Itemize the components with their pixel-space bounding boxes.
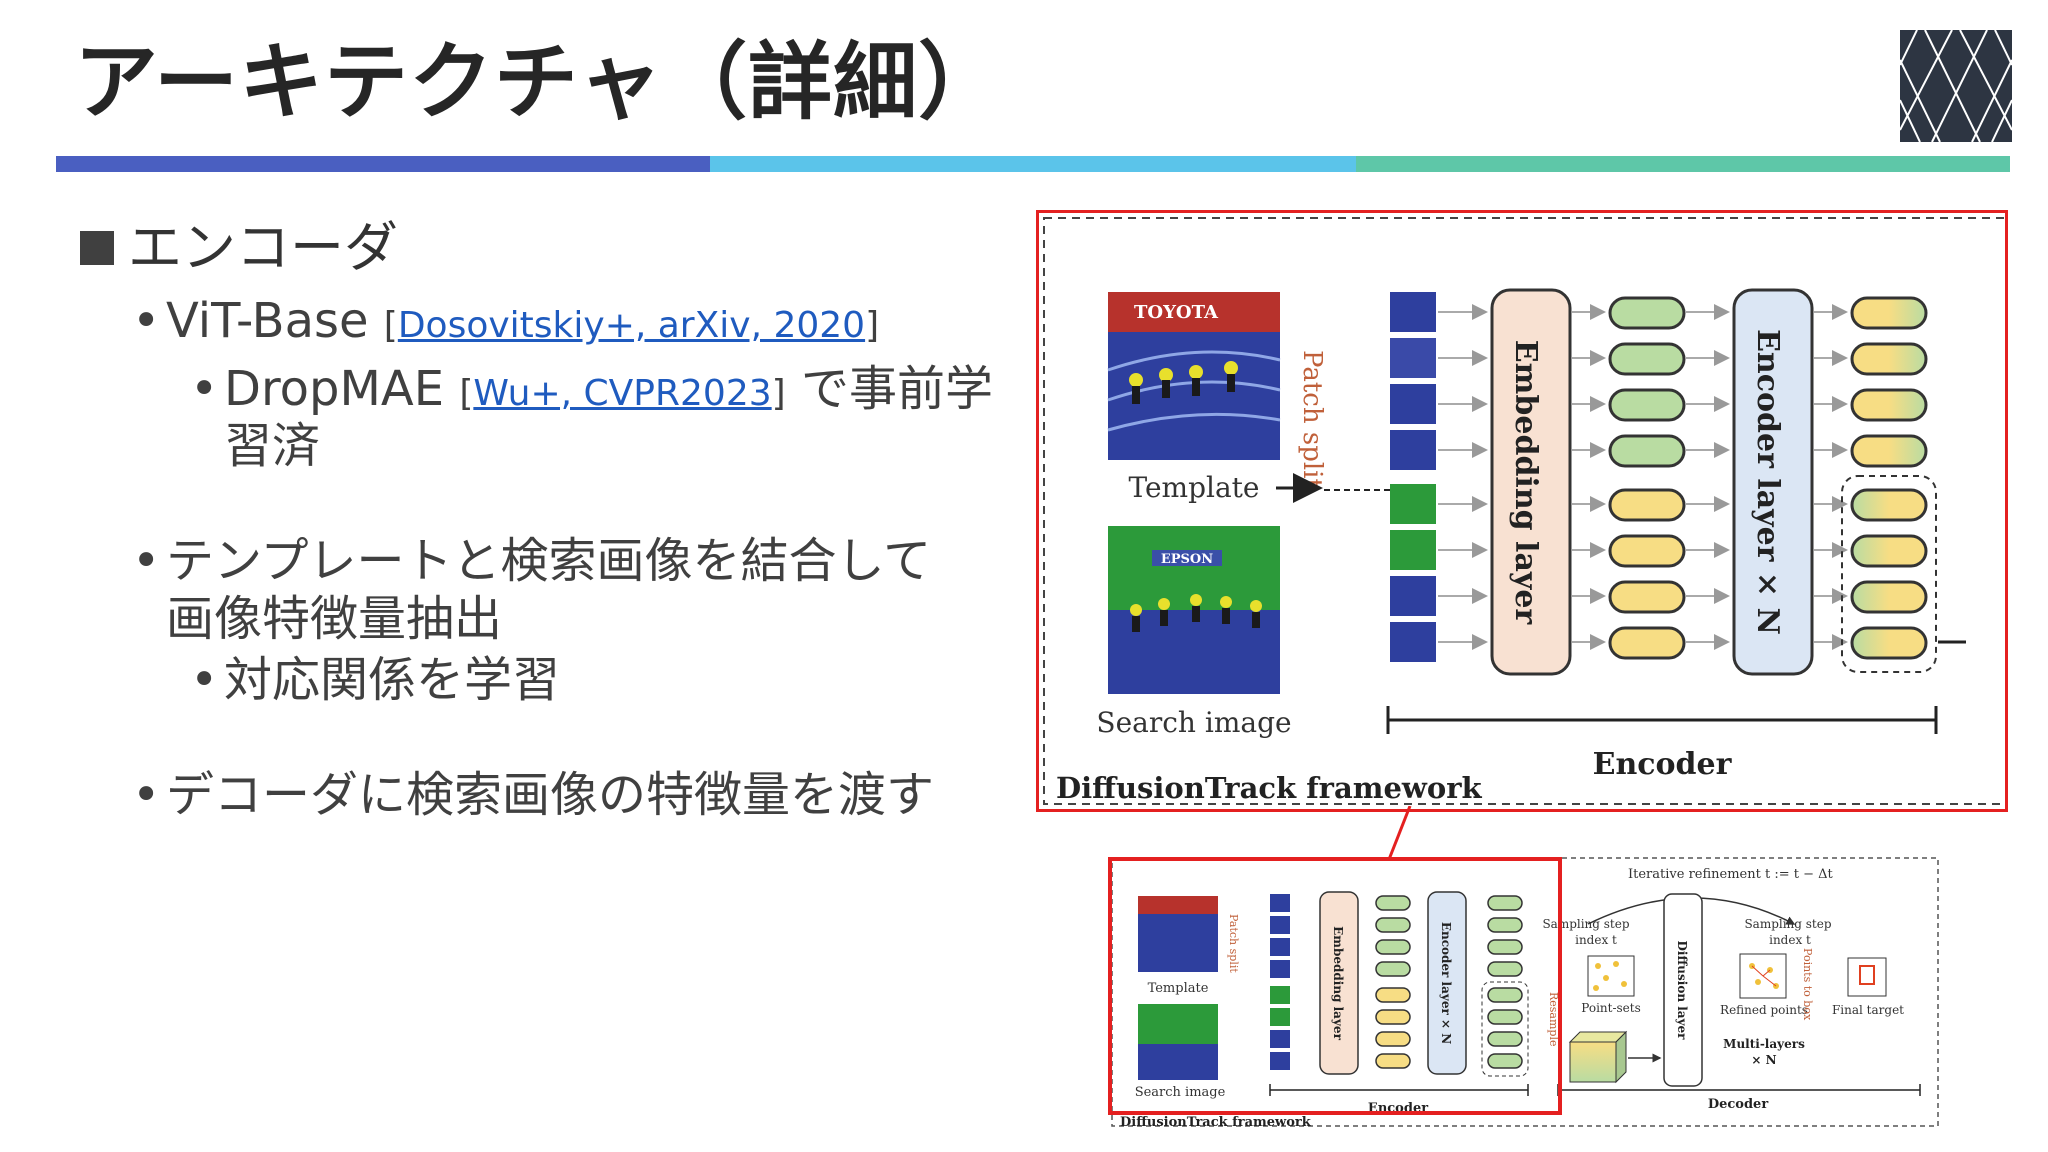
patch-column [1390,292,1436,662]
final-target-label: Final target [1832,1003,1904,1017]
small-patch-split: Patch split [1227,914,1240,973]
dot-bullet-icon: • [132,293,161,349]
correspondence-text: 対応関係を学習 [224,652,561,708]
template-banner: TOYOTA [1134,302,1219,323]
slide-title: アーキテクチャ（詳細） [74,33,1004,131]
points-to-box-label: Points to box [1801,948,1814,1021]
small-search-token-group [1481,981,1529,1077]
zoom-highlight-box [1036,210,2008,812]
small-out-tokens [1487,895,1523,1069]
template-image: TOYOTA [1107,292,1281,460]
dropmae-text: DropMAE [224,361,460,417]
full-architecture-diagram: Template Search image Patch split Embedd… [1111,857,1939,1130]
small-embedding-label: Embedding layer [1331,926,1345,1040]
lattice-logo-icon [1900,30,2012,142]
encoder-bracket [1386,706,1938,734]
bullet-concat: • テンプレートと検索画像を結合して 画像特徴量抽出 [132,532,1020,648]
small-encoder-block [1427,891,1467,1075]
search-token-group [1841,475,1937,673]
diffusion-layer-label: Diffusion layer [1675,940,1689,1040]
resample-label: Resample [1547,992,1560,1047]
refined-points-label: Refined points [1720,1003,1808,1017]
times-n-label: × N [1751,1053,1776,1067]
search-image: EPSON [1108,526,1280,694]
vit-bracket-open: [ [383,305,398,346]
encoder-input-arrows [1686,304,1730,650]
bullet-list: エンコーダ • ViT-Base [Dosovitskiy+, arXiv, 2… [80,212,1020,824]
embedding-layer-label: Embedding layer [1508,340,1543,626]
multi-layers-label: Multi-layers [1723,1037,1805,1051]
encoder-layer-label: Encoder layer × N [1750,329,1785,635]
dropmae-bracket-close: ] [771,373,786,414]
dot-bullet-icon: • [132,767,161,823]
index-t-label-1: index t [1575,933,1617,947]
encoder-diagram: TOYOTA Template EPSON Search image Patch… [1043,217,2007,805]
bullet-decoder: • デコーダに検索画像の特徴量を渡す [132,766,1020,824]
embed-input-arrows [1438,304,1488,650]
small-dashed-border [1111,857,1939,1127]
small-template-label: Template [1148,981,1209,996]
dropmae-line2: 習済 [224,418,321,474]
search-banner: EPSON [1161,552,1213,567]
square-bullet-icon [80,231,114,265]
title-band-cyan [710,156,1356,172]
heading-encoder: エンコーダ [128,216,398,279]
encoded-tokens [1850,296,1928,660]
small-framework-label: DiffusionTrack framework [1120,1115,1312,1130]
patch-split-label: Patch split [1297,350,1327,489]
embedded-tokens [1608,296,1686,660]
bullet-correspondence: • 対応関係を学習 [190,654,1020,706]
dropmae-citation-link[interactable]: Wu+, CVPR2023 [473,373,772,414]
feature-cube [1568,1030,1628,1084]
vit-bracket-close: ] [865,305,880,346]
vit-text: ViT-Base [166,293,384,349]
sampling-step-label-2: Sampling step [1744,917,1831,931]
index-t-label-2: index t [1769,933,1811,947]
iterative-refinement-label: Iterative refinement t := t − Δt [1628,867,1833,882]
bullet-dropmae: • DropMAE [Wu+, CVPR2023] で事前学 習済 [190,363,1020,472]
vit-citation-link[interactable]: Dosovitskiy+, arXiv, 2020 [397,305,866,346]
embedding-layer-block [1490,288,1572,676]
small-encoder-bracket [1269,1084,1529,1096]
small-patches [1270,894,1290,1070]
final-target-box [1847,957,1887,997]
encoder-layer-block [1732,288,1814,676]
small-search-label: Search image [1135,1085,1226,1100]
output-arrows [1814,304,1848,650]
zoom-connector-line [1386,806,1412,863]
template-label: Template [1128,471,1259,504]
framework-label: DiffusionTrack framework [1056,771,1482,805]
search-image-label: Search image [1096,706,1291,739]
small-mid-tokens [1375,895,1411,1069]
concat-line2: 画像特徴量抽出 [166,591,503,647]
dropmae-suffix: で事前学 [785,361,993,417]
sampling-step-label-1: Sampling step [1542,917,1629,931]
small-embedding-block [1319,891,1359,1075]
dot-bullet-icon: • [190,361,219,417]
dot-bullet-icon: • [190,652,219,708]
small-encoder-label: Encoder layer × N [1439,922,1453,1044]
dropmae-bracket-open: [ [459,373,474,414]
mid-arrows [1572,304,1606,650]
bullet-heading: エンコーダ [80,212,1020,284]
diffusion-layer-block [1663,893,1703,1087]
encoder-label: Encoder [1593,747,1733,782]
concat-line1: テンプレートと検索画像を結合して [166,533,932,589]
decoder-label: Decoder [1708,1097,1768,1112]
small-highlight-box [1108,857,1562,1115]
point-sets-label: Point-sets [1581,1001,1641,1015]
bullet-vit: • ViT-Base [Dosovitskiy+, arXiv, 2020] [132,292,1020,355]
title-band-blue [56,156,710,172]
decoder-text: デコーダに検索画像の特徴量を渡す [166,767,935,823]
dot-bullet-icon: • [132,533,161,589]
title-band-teal [1356,156,2010,172]
refined-points-box [1739,953,1787,999]
